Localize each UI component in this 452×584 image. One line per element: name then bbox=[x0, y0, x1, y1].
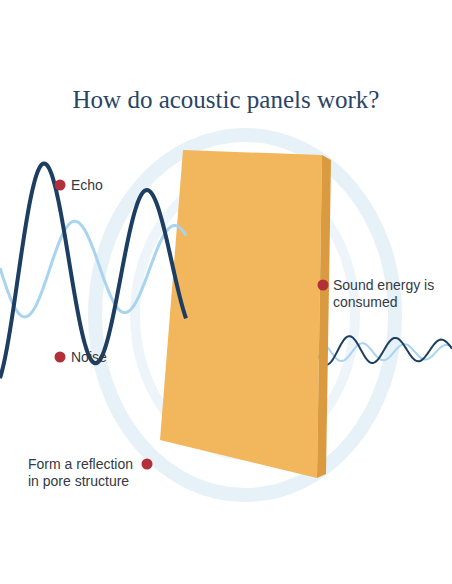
callout-label: Noise bbox=[71, 349, 171, 366]
marker-dot bbox=[55, 180, 66, 191]
callout-label: Form a reflection in pore structure bbox=[28, 456, 140, 490]
incoming-wave bbox=[0, 163, 186, 378]
marker-dot bbox=[55, 352, 66, 363]
marker-dot bbox=[142, 459, 153, 470]
callout-label: Sound energy is consumed bbox=[333, 277, 445, 311]
diagram-title: How do acoustic panels work? bbox=[0, 86, 452, 114]
incoming-wave bbox=[0, 221, 186, 317]
callout-label: Echo bbox=[71, 177, 171, 194]
halo-ring bbox=[95, 135, 395, 495]
panel-edge bbox=[317, 155, 331, 478]
marker-dot bbox=[318, 280, 329, 291]
